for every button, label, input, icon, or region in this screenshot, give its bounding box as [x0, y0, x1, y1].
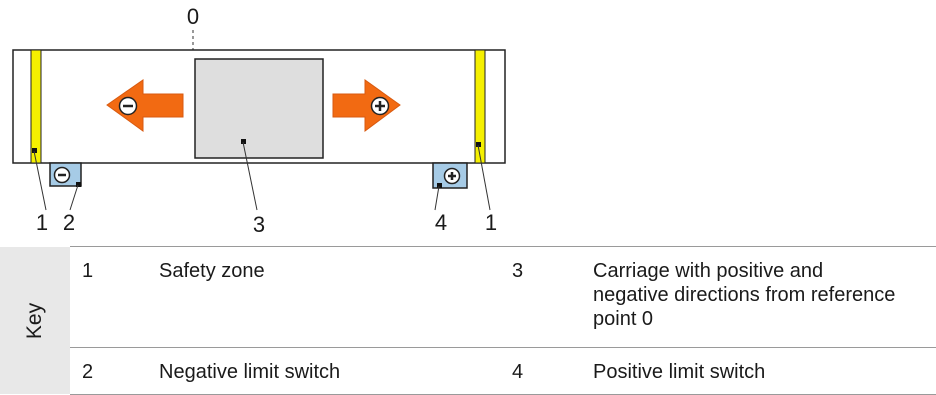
key-description: Carriage with positive and negative dire… — [593, 260, 896, 330]
left-safety-zone — [30, 49, 42, 164]
key-number: 2 — [82, 361, 94, 383]
callout-1-right: 1 — [485, 210, 497, 235]
key-table: Key 1 Safety zone 3 Carriage with positi… — [0, 246, 936, 395]
leader-lines — [33, 141, 491, 211]
positive-direction-arrow — [332, 79, 401, 132]
key-description: Negative limit switch — [159, 361, 341, 383]
key-description: Safety zone — [159, 260, 265, 282]
key-number: 4 — [512, 361, 524, 383]
negative-direction-arrow — [106, 79, 184, 132]
callout-markers — [32, 139, 481, 188]
key-description: Positive limit switch — [593, 361, 766, 383]
callout-2: 2 — [63, 210, 75, 235]
callout-3: 3 — [253, 212, 265, 237]
negative-limit-switch — [49, 162, 82, 187]
carriage — [194, 58, 324, 159]
callout-4: 4 — [435, 210, 447, 235]
key-row: 2 Negative limit switch 4 Positive limit… — [70, 348, 936, 395]
right-safety-zone — [474, 49, 486, 164]
reference-point-label: 0 — [187, 4, 199, 29]
key-title-column: Key — [0, 247, 70, 394]
key-row: 1 Safety zone 3 Carriage with positive a… — [70, 247, 936, 348]
carriage-axis-diagram: 0 — [12, 4, 506, 237]
callout-1-left: 1 — [36, 210, 48, 235]
key-title: Key — [23, 302, 46, 340]
key-number: 1 — [82, 260, 94, 282]
key-number: 3 — [512, 260, 524, 282]
